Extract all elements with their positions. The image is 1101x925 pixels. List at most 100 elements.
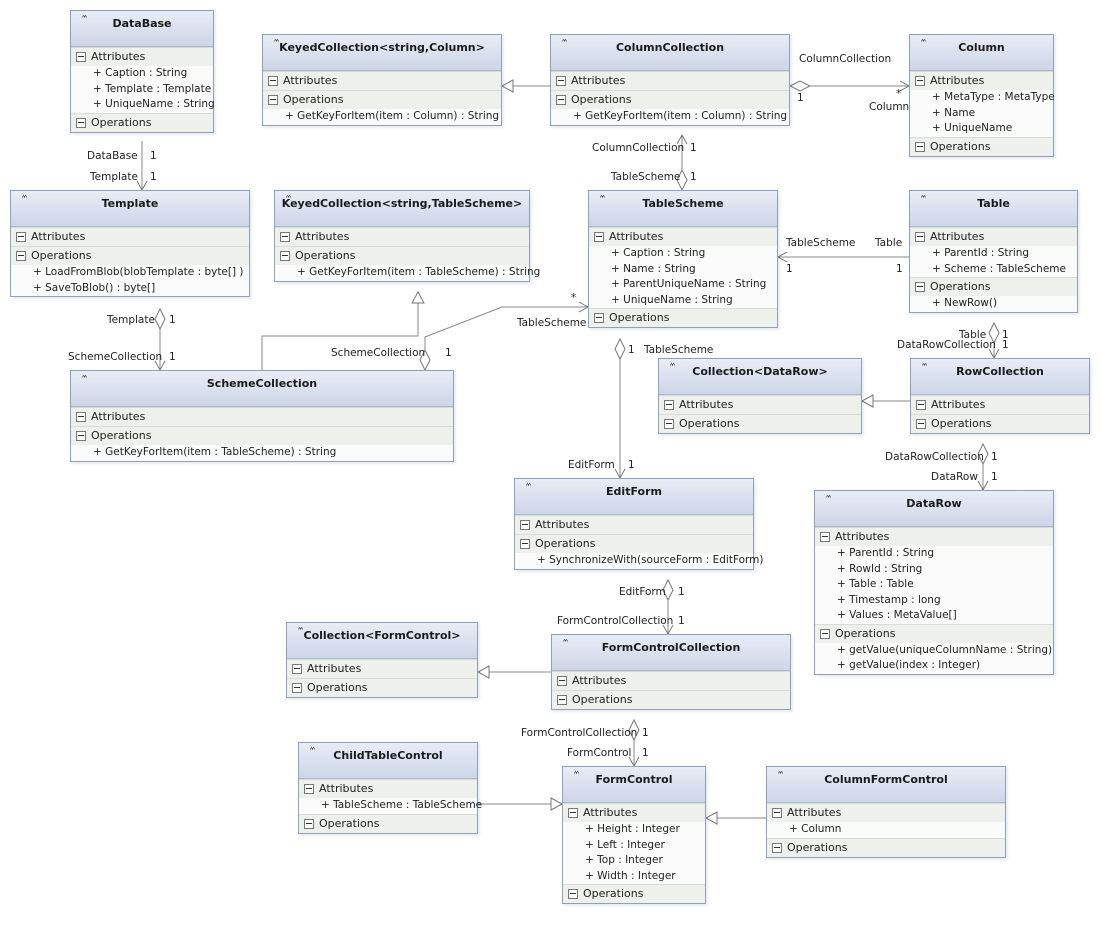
collapse-toggle-icon[interactable] (292, 664, 302, 674)
collapse-chevron-icon[interactable]: ˄˄ (920, 195, 927, 206)
collapse-toggle-icon[interactable] (16, 232, 26, 242)
collapse-chevron-icon[interactable]: ˄˄ (525, 483, 532, 494)
collapse-chevron-icon[interactable]: ˄˄ (920, 39, 927, 50)
section-attributes: Attributes (552, 671, 790, 690)
collapse-toggle-icon[interactable] (557, 676, 567, 686)
operation-item: + NewRow() (910, 296, 1077, 312)
class-name: Collection<FormControl> (303, 629, 461, 642)
collapse-toggle-icon[interactable] (556, 76, 566, 86)
collapse-chevron-icon[interactable]: ˄˄ (573, 771, 580, 782)
collapse-toggle-icon[interactable] (16, 251, 26, 261)
section-operations: Operations (589, 308, 777, 327)
collapse-toggle-icon[interactable] (520, 539, 530, 549)
collapse-toggle-icon[interactable] (304, 784, 314, 794)
class-name: KeyedCollection<string,Column> (279, 41, 485, 54)
label-formcontrol-role: FormControl (567, 747, 632, 759)
collapse-toggle-icon[interactable] (268, 95, 278, 105)
collapse-chevron-icon[interactable]: ˄˄ (669, 363, 676, 374)
collapse-chevron-icon[interactable]: ˄˄ (285, 195, 292, 206)
collapse-toggle-icon[interactable] (915, 232, 925, 242)
collapse-toggle-icon[interactable] (916, 400, 926, 410)
section-operations: Operations (659, 414, 861, 433)
collapse-chevron-icon[interactable]: ˄˄ (561, 39, 568, 50)
collapse-toggle-icon[interactable] (594, 232, 604, 242)
collapse-toggle-icon[interactable] (664, 400, 674, 410)
collapse-toggle-icon[interactable] (820, 532, 830, 542)
collapse-toggle-icon[interactable] (280, 232, 290, 242)
collapse-toggle-icon[interactable] (568, 808, 578, 818)
collapse-toggle-icon[interactable] (594, 313, 604, 323)
section-label: Attributes (31, 230, 86, 243)
section-label: Attributes (787, 806, 842, 819)
collapse-toggle-icon[interactable] (520, 520, 530, 530)
label-schemecollection-role: SchemeCollection (68, 351, 163, 363)
collapse-toggle-icon[interactable] (568, 889, 578, 899)
collapse-toggle-icon[interactable] (292, 683, 302, 693)
section-label: Attributes (609, 230, 664, 243)
section-label: Attributes (319, 782, 374, 795)
collapse-chevron-icon[interactable]: ˄˄ (81, 375, 88, 386)
label-datarow-mult: 1 (991, 471, 998, 483)
collapse-toggle-icon[interactable] (268, 76, 278, 86)
collapse-toggle-icon[interactable] (76, 117, 86, 128)
class-header: ˄˄ChildTableControl (299, 743, 477, 779)
collapse-toggle-icon[interactable] (76, 431, 86, 441)
label-template-role-2: Template (107, 314, 155, 326)
collapse-toggle-icon[interactable] (664, 419, 674, 429)
class-name: FormControl (595, 773, 673, 786)
label-database-mult: 1 (150, 150, 157, 162)
section-operations: Operations (552, 690, 790, 709)
collapse-toggle-icon[interactable] (76, 412, 86, 422)
label-columncollection-mult: 1 (797, 92, 804, 104)
section-attributes: Attributes (287, 659, 477, 678)
collapse-chevron-icon[interactable]: ˄˄ (21, 195, 28, 206)
section-label: Operations (91, 115, 152, 129)
operation-item: + GetKeyForItem(item : Column) : String (263, 109, 501, 125)
section-label: Attributes (535, 518, 590, 531)
class-name: DataRow (906, 497, 962, 510)
attribute-item: + TableScheme : TableScheme (299, 798, 482, 814)
class-name: Collection<DataRow> (692, 365, 828, 378)
collapse-toggle-icon[interactable] (557, 695, 567, 705)
section-label: Attributes (295, 230, 350, 243)
collapse-toggle-icon[interactable] (820, 628, 830, 639)
collapse-toggle-icon[interactable] (280, 251, 290, 261)
collapse-toggle-icon[interactable] (304, 818, 314, 829)
class-header: ˄˄ Template (11, 191, 249, 227)
label-column-role: Column (869, 101, 910, 113)
collapse-chevron-icon[interactable]: ˄˄ (562, 639, 569, 650)
attribute-item: + Width : Integer (563, 868, 705, 884)
collapse-chevron-icon[interactable]: ˄˄ (81, 15, 88, 26)
class-header: ˄˄Collection<FormControl> (287, 623, 477, 659)
collapse-toggle-icon[interactable] (915, 76, 925, 86)
collapse-chevron-icon[interactable]: ˄˄ (309, 747, 316, 758)
collapse-toggle-icon[interactable] (916, 419, 926, 429)
collapse-chevron-icon[interactable]: ˄˄ (297, 627, 304, 638)
class-name: KeyedCollection<string,TableScheme> (281, 197, 523, 210)
attribute-item: + Caption : String (589, 246, 777, 262)
label-columncollection-mult-bottom: 1 (690, 142, 697, 154)
collapse-toggle-icon[interactable] (772, 842, 782, 853)
collapse-toggle-icon[interactable] (556, 95, 566, 105)
attribute-item: + Table : Table (815, 577, 1053, 593)
class-name: Template (101, 197, 159, 210)
collapse-chevron-icon[interactable]: ˄˄ (777, 771, 784, 782)
collapse-toggle-icon[interactable] (772, 808, 782, 818)
collapse-chevron-icon[interactable]: ˄˄ (825, 495, 832, 506)
label-template-mult-2: 1 (169, 314, 176, 326)
collapse-chevron-icon[interactable]: ˄˄ (599, 195, 606, 206)
collapse-toggle-icon[interactable] (76, 52, 86, 62)
collapse-toggle-icon[interactable] (915, 141, 925, 152)
section-operations: Operations (263, 90, 501, 109)
collapse-toggle-icon[interactable] (915, 282, 925, 292)
label-tablescheme-mult-table: 1 (786, 263, 793, 275)
collapse-chevron-icon[interactable]: ˄˄ (921, 363, 928, 374)
collapse-chevron-icon[interactable]: ˄˄ (273, 39, 280, 50)
